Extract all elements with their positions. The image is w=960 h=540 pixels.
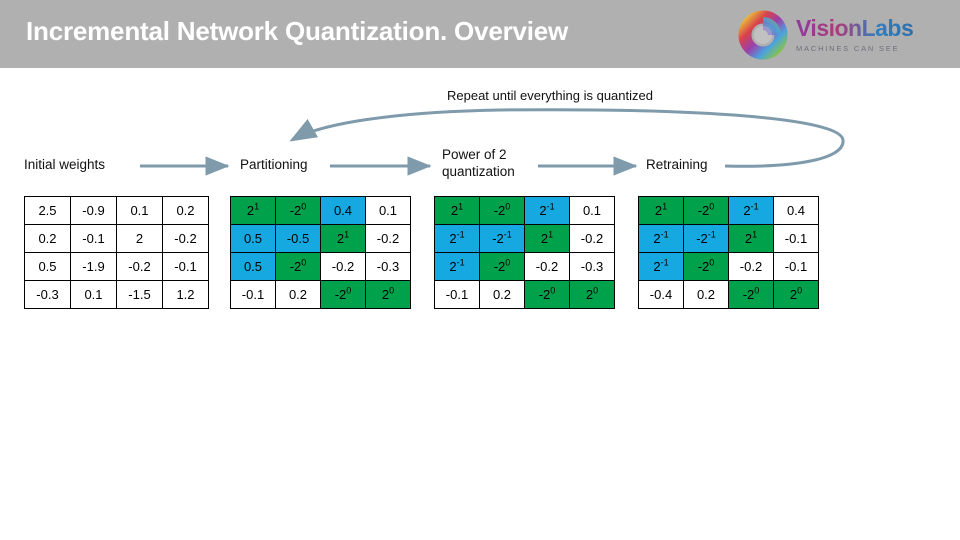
page-title: Incremental Network Quantization. Overvi… (26, 16, 569, 46)
matrix-cell-retraining-r2c1: -20 (683, 252, 729, 281)
matrix-cell-power-of-2-quantization-r0c2: 2-1 (524, 196, 570, 225)
matrix-cell-retraining-r0c0: 21 (638, 196, 684, 225)
matrix-cell-partitioning-r1c2: 21 (320, 224, 366, 253)
ring-logo-icon (738, 10, 788, 60)
matrix-cell-power-of-2-quantization-r3c1: 0.2 (479, 280, 525, 309)
matrix-cell-initial-weights-r3c1: 0.1 (70, 280, 117, 309)
matrix-cell-power-of-2-quantization-r1c3: -0.2 (569, 224, 615, 253)
matrix-cell-initial-weights-r3c3: 1.2 (162, 280, 209, 309)
matrix-row: 0.5-1.9-0.2-0.1 (24, 252, 209, 281)
matrix-cell-partitioning-r2c0: 0.5 (230, 252, 276, 281)
matrix-cell-retraining-r0c2: 2-1 (728, 196, 774, 225)
matrix-cell-partitioning-r1c3: -0.2 (365, 224, 411, 253)
matrix-cell-partitioning-r2c2: -0.2 (320, 252, 366, 281)
matrix-cell-partitioning-r3c2: -20 (320, 280, 366, 309)
matrix-cell-power-of-2-quantization-r3c0: -0.1 (434, 280, 480, 309)
arrow-repeat-loop (289, 108, 845, 168)
vision-labs-logo: VisionLabs MACHINES CAN SEE (738, 8, 946, 62)
matrix-cell-power-of-2-quantization-r3c2: -20 (524, 280, 570, 309)
matrix-cell-retraining-r1c3: -0.1 (773, 224, 819, 253)
matrix-row: 2-1-20-0.2-0.3 (434, 252, 615, 281)
matrix-cell-retraining-r2c2: -0.2 (728, 252, 774, 281)
matrix-cell-retraining-r3c0: -0.4 (638, 280, 684, 309)
matrix-cell-partitioning-r3c0: -0.1 (230, 280, 276, 309)
matrix-cell-retraining-r3c3: 20 (773, 280, 819, 309)
loop-caption: Repeat until everything is quantized (447, 88, 653, 103)
matrix-cell-partitioning-r0c1: -20 (275, 196, 321, 225)
matrix-cell-retraining-r0c1: -20 (683, 196, 729, 225)
matrix-cell-initial-weights-r1c2: 2 (116, 224, 163, 253)
slide-header-band (0, 0, 960, 68)
matrix-cell-power-of-2-quantization-r1c2: 21 (524, 224, 570, 253)
matrix-cell-partitioning-r3c3: 20 (365, 280, 411, 309)
matrix-cell-power-of-2-quantization-r2c1: -20 (479, 252, 525, 281)
matrix-cell-power-of-2-quantization-r0c1: -20 (479, 196, 525, 225)
matrix-cell-initial-weights-r2c3: -0.1 (162, 252, 209, 281)
matrix-cell-partitioning-r0c2: 0.4 (320, 196, 366, 225)
matrix-cell-power-of-2-quantization-r0c0: 21 (434, 196, 480, 225)
matrix-cell-partitioning-r2c1: -20 (275, 252, 321, 281)
matrix-row: 2-1-20-0.2-0.1 (638, 252, 819, 281)
matrix-cell-power-of-2-quantization-r0c3: 0.1 (569, 196, 615, 225)
matrix-cell-partitioning-r1c0: 0.5 (230, 224, 276, 253)
matrix-cell-partitioning-r3c1: 0.2 (275, 280, 321, 309)
matrix-cell-initial-weights-r1c3: -0.2 (162, 224, 209, 253)
matrix-cell-power-of-2-quantization-r1c1: -2-1 (479, 224, 525, 253)
matrix-cell-retraining-r3c2: -20 (728, 280, 774, 309)
matrix-cell-initial-weights-r1c1: -0.1 (70, 224, 117, 253)
matrix-cell-initial-weights-r1c0: 0.2 (24, 224, 71, 253)
matrix-cell-partitioning-r1c1: -0.5 (275, 224, 321, 253)
logo-tagline: MACHINES CAN SEE (796, 44, 900, 54)
matrix-row: 0.5-20-0.2-0.3 (230, 252, 411, 281)
flow-step-label-retraining: Retraining (646, 157, 708, 172)
matrix-cell-initial-weights-r0c1: -0.9 (70, 196, 117, 225)
matrix-cell-power-of-2-quantization-r2c2: -0.2 (524, 252, 570, 281)
matrix-cell-initial-weights-r2c0: 0.5 (24, 252, 71, 281)
matrix-cell-retraining-r1c2: 21 (728, 224, 774, 253)
matrix-cell-initial-weights-r0c2: 0.1 (116, 196, 163, 225)
matrix-cell-retraining-r1c0: 2-1 (638, 224, 684, 253)
matrix-cell-retraining-r2c0: 2-1 (638, 252, 684, 281)
matrix-cell-power-of-2-quantization-r1c0: 2-1 (434, 224, 480, 253)
logo-wordmark: VisionLabs (796, 15, 914, 42)
matrix-cell-partitioning-r0c0: 21 (230, 196, 276, 225)
matrix-cell-retraining-r1c1: -2-1 (683, 224, 729, 253)
matrix-cell-retraining-r2c3: -0.1 (773, 252, 819, 281)
matrix-cell-partitioning-r0c3: 0.1 (365, 196, 411, 225)
matrix-cell-initial-weights-r2c1: -1.9 (70, 252, 117, 281)
matrix-cell-power-of-2-quantization-r2c3: -0.3 (569, 252, 615, 281)
flow-step-label-partitioning: Partitioning (240, 157, 308, 172)
matrix-cell-power-of-2-quantization-r3c3: 20 (569, 280, 615, 309)
matrix-cell-partitioning-r2c3: -0.3 (365, 252, 411, 281)
matrix-cell-initial-weights-r3c0: -0.3 (24, 280, 71, 309)
flow-step-label-initial-weights: Initial weights (24, 157, 106, 172)
matrix-cell-initial-weights-r2c2: -0.2 (116, 252, 163, 281)
flow-step-label-power-of-2: Power of 2 quantization (442, 147, 515, 179)
matrix-cell-retraining-r3c1: 0.2 (683, 280, 729, 309)
matrix-cell-initial-weights-r0c3: 0.2 (162, 196, 209, 225)
matrix-cell-initial-weights-r3c2: -1.5 (116, 280, 163, 309)
matrix-cell-retraining-r0c3: 0.4 (773, 196, 819, 225)
matrix-cell-power-of-2-quantization-r2c0: 2-1 (434, 252, 480, 281)
matrix-cell-initial-weights-r0c0: 2.5 (24, 196, 71, 225)
